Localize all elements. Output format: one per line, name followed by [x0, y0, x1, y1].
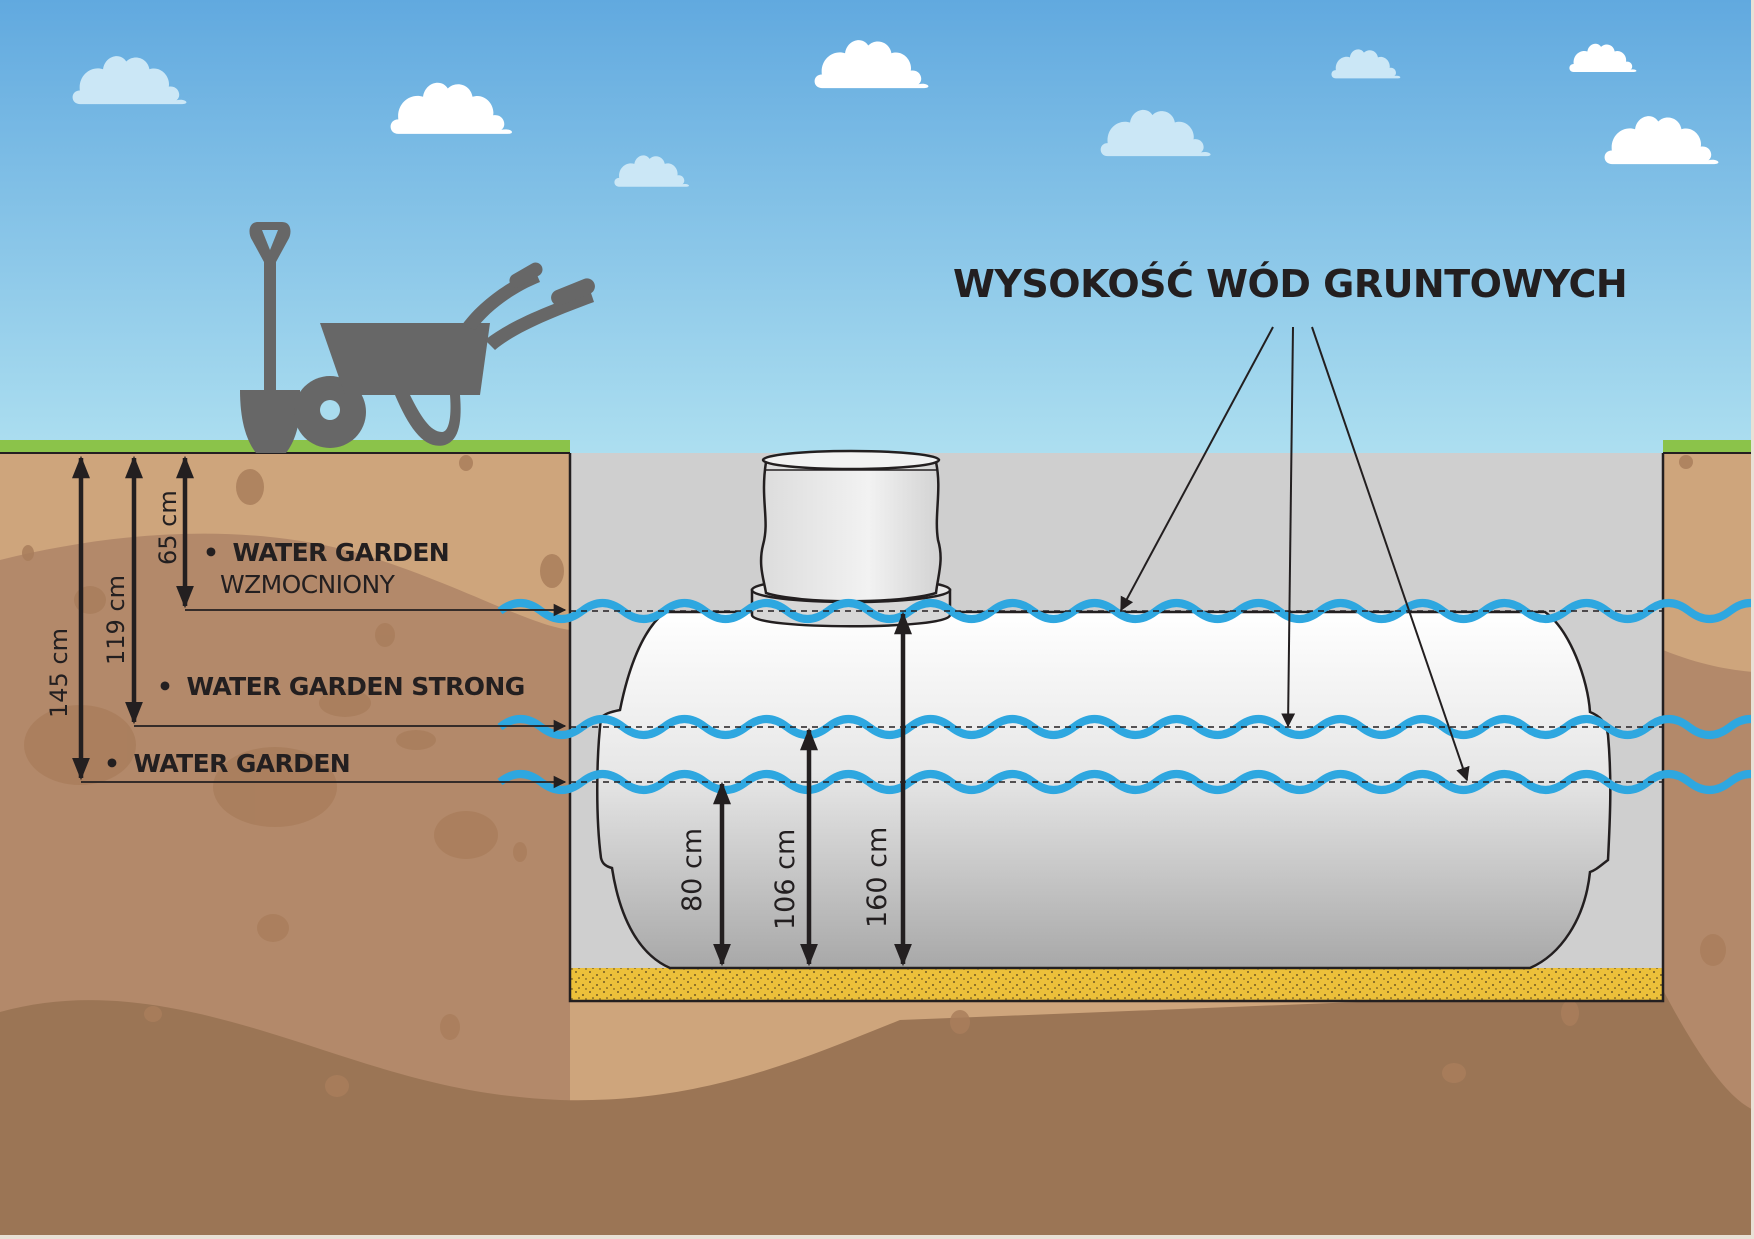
- product-label-reinforced: • WATER GARDEN: [203, 538, 449, 567]
- handle-lower: [485, 290, 594, 350]
- product-name: WATER GARDEN: [233, 538, 450, 567]
- depth-label-145: 145 cm: [45, 628, 73, 718]
- leg: [395, 395, 461, 446]
- bottom-border: [0, 1235, 1754, 1239]
- product-label-strong: • WATER GARDEN STRONG: [157, 672, 525, 701]
- bullet: •: [104, 749, 119, 778]
- grass-right: [1663, 440, 1754, 453]
- soil-deep-layer: [0, 990, 1754, 1239]
- depth-label-65: 65 cm: [154, 490, 182, 565]
- height-label-160: 160 cm: [862, 827, 893, 928]
- depth-dimensions: [72, 455, 567, 789]
- right-border: [1751, 0, 1754, 1239]
- product-name: WATER GARDEN: [134, 749, 351, 778]
- depth-label-119: 119 cm: [102, 575, 130, 665]
- bullet: •: [157, 672, 172, 701]
- riser-dome: [759, 460, 942, 603]
- riser-lid: [761, 449, 941, 471]
- stones: [22, 455, 1726, 1097]
- tank-height-dimensions: [713, 611, 912, 967]
- bullet: •: [203, 538, 218, 567]
- diagram-title: WYSOKOŚĆ WÓD GRUNTOWYCH: [953, 262, 1627, 306]
- pointer-arrow-level-3: [1311, 326, 1470, 782]
- shovel-icon: [240, 222, 301, 453]
- pointer-arrow-level-1: [1120, 326, 1274, 612]
- sand-bed: [570, 968, 1663, 1001]
- product-labels: • WATER GARDEN WZMOCNIONY • WATER GARDEN…: [104, 538, 525, 778]
- title-pointers: [1120, 326, 1470, 782]
- height-label-106: 106 cm: [770, 829, 801, 930]
- wheelbarrow-icon: [294, 262, 595, 448]
- product-label-standard: • WATER GARDEN: [104, 749, 350, 778]
- pointer-arrow-level-2: [1281, 326, 1296, 728]
- height-label-80: 80 cm: [677, 828, 708, 912]
- product-name: WATER GARDEN STRONG: [187, 672, 525, 701]
- product-subtitle-reinforced: WZMOCNIONY: [220, 570, 396, 599]
- tray: [320, 323, 490, 395]
